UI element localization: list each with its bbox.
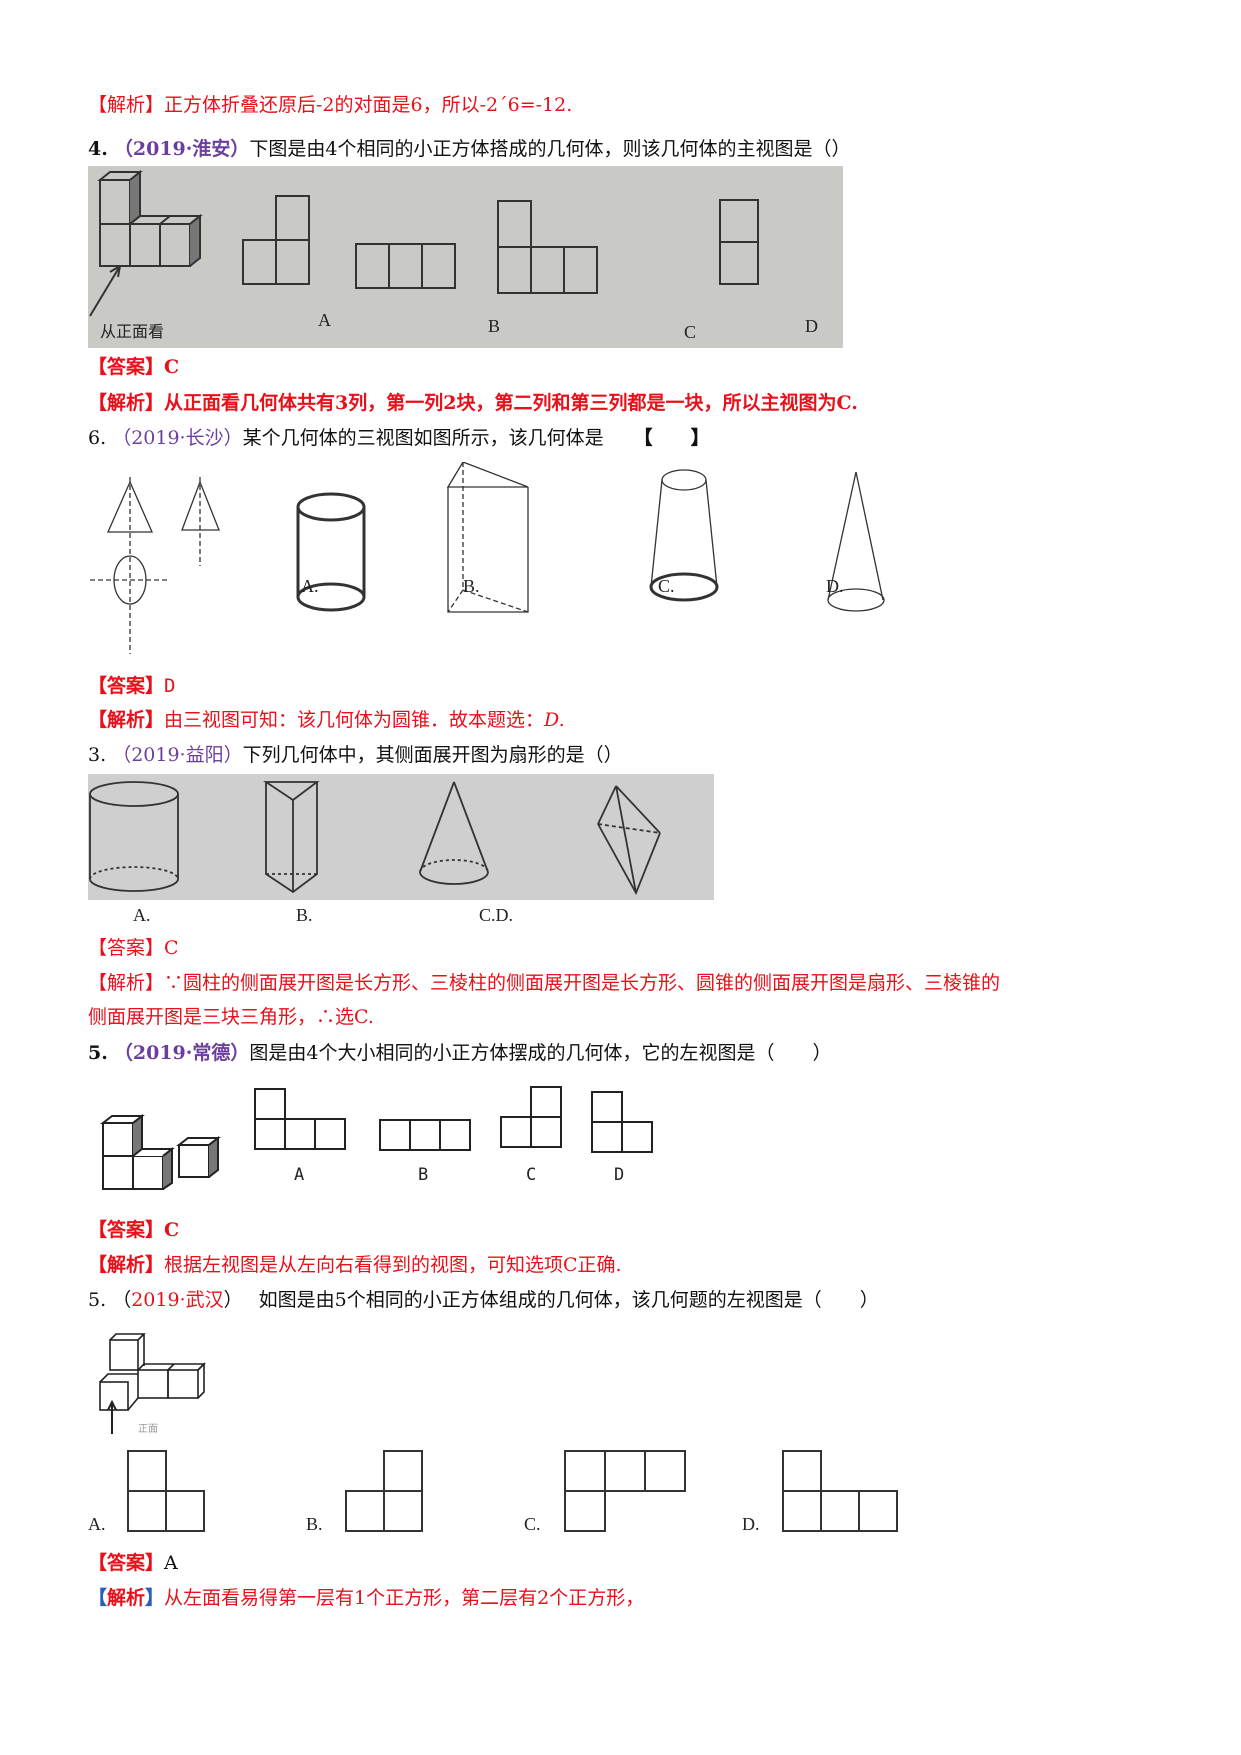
analysis-huaian: 【解析】从正面看几何体共有3列，第一列2块，第二列和第三列都是一块，所以主视图为… [88,390,858,416]
answer-label: 【答案】 [88,356,165,378]
option-label-b: B [418,1165,429,1185]
question-source: （2019·益阳） [112,744,243,766]
option-label-b: B. [296,905,313,925]
question-source: （2019·淮安） [113,138,250,160]
figure-wuhan-solid: 正面 [96,1324,216,1436]
question-text: 如图是由5个相同的小正方体组成的几何体，该几何题的左视图是（ ） [258,1289,879,1311]
option-label-a: A [294,1165,305,1185]
analysis-label: 【解析】 [88,392,165,414]
option-label-b: B. [306,1514,323,1534]
analysis-changde: 【解析】根据左视图是从左向右看得到的视图，可知选项C正确. [88,1252,622,1278]
analysis-label: 【解析】 [88,709,165,731]
answer-value: C [164,937,179,959]
analysis-text: 从左面看易得第一层有1个正方形，第二层有2个正方形， [164,1587,645,1609]
answer-label: 【答案】 [88,675,165,697]
option-label-cd: C.D. [479,905,514,925]
solids-figure [89,781,661,896]
option-label-c: C [526,1165,537,1185]
intro-analysis: 【解析】正方体折叠还原后-2的对面是6，所以-2ˊ6=-12. [88,92,572,118]
analysis-text: 从正面看几何体共有3列，第一列2块，第二列和第三列都是一块，所以主视图为C. [164,392,858,414]
question-text: 某个几何体的三视图如图所示，该几何体是 [242,427,604,449]
cube-views-figure [100,1086,653,1190]
answer-wuhan: 【答案】A [88,1550,178,1576]
option-label-a: A. [133,905,151,925]
question-yiyang-stem: 3. （2019·益阳）下列几何体中，其侧面展开图为扇形的是（） [88,742,623,768]
answer-bracket: 【 】 [633,427,710,449]
analysis-text: 侧面展开图是三块三角形，∴选C. [88,1006,374,1028]
answer-value: C [164,1219,180,1241]
analysis-label: 【解析】 [88,1254,165,1276]
answer-yiyang: 【答案】C [88,935,179,961]
answer-value: C [164,356,180,378]
option-label-c: C. [524,1514,541,1534]
option-label-a: A. [301,576,319,596]
source-close: ） [223,1289,243,1311]
figure-caption: 从正面看 [100,324,165,341]
figure-wuhan-options: A. B. C. D. [88,1448,908,1538]
question-number: 5. [88,1289,107,1311]
option-label-d: D. [742,1514,760,1534]
question-changsha-stem: 6. （2019·长沙）某个几何体的三视图如图所示，该几何体是 【 】 [88,425,710,451]
answer-changsha: 【答案】D [88,673,175,699]
answer-huaian: 【答案】C [88,354,179,380]
three-views-figure [90,462,885,654]
answer-label: 【答案】 [88,1552,165,1574]
question-source: （2019·常德） [113,1042,250,1064]
option-label-d: D. [826,576,844,596]
answer-label: 【答案】 [88,937,165,959]
analysis-wuhan: 【【解析】解析】从左面看易得第一层有1个正方形，第二层有2个正方形， [88,1585,644,1611]
question-wuhan-stem: 5. （2019·武汉） 如图是由5个相同的小正方体组成的几何体，该几何题的左视… [88,1287,879,1313]
question-text: 下图是由4个相同的小正方体搭成的几何体，则该几何体的主视图是（） [249,138,851,160]
option-label-a: A. [88,1514,106,1534]
answer-label: 【答案】 [88,1219,165,1241]
figure-changsha: A. B. C. D. [88,462,888,662]
answer-changde: 【答案】C [88,1217,179,1243]
analysis-answer: D. [544,709,565,731]
analysis-label: 【解析】 [88,94,165,116]
analysis-text: 由三视图可知：该几何体为圆锥．故本题选： [164,709,545,731]
question-text: 下列几何体中，其侧面展开图为扇形的是（） [242,744,623,766]
source-open: （ [112,1289,132,1311]
question-number: 5. [88,1042,108,1064]
option-label-d: D [614,1165,625,1185]
analysis-text: 根据左视图是从左向右看得到的视图，可知选项C正确. [164,1254,622,1276]
question-changde-stem: 5. （2019·常德）图是由4个大小相同的小正方体摆成的几何体，它的左视图是（… [88,1040,831,1066]
question-text: 图是由4个大小相同的小正方体摆成的几何体，它的左视图是（ ） [249,1042,832,1064]
question-number: 4. [88,138,108,160]
analysis-yiyang-line2: 侧面展开图是三块三角形，∴选C. [88,1004,374,1030]
option-label-b: B [488,316,501,336]
question-source: （2019·长沙） [112,427,243,449]
figure-changde: A B C D [88,1080,668,1200]
analysis-text: 正方体折叠还原后-2的对面是6，所以-2ˊ6=-12. [164,94,573,116]
analysis-text: ∵圆柱的侧面展开图是长方形、三棱柱的侧面展开图是长方形、圆锥的侧面展开图是扇形、… [164,972,1001,994]
option-label-d: D [805,316,818,336]
option-label-b: B. [463,576,480,596]
answer-value: D [164,675,176,697]
cube-views-figure [89,169,759,317]
option-views-figure [127,1450,898,1532]
analysis-yiyang-line1: 【解析】∵圆柱的侧面展开图是长方形、三棱柱的侧面展开图是长方形、圆锥的侧面展开图… [88,970,1000,996]
analysis-label: 【解析】 [88,972,165,994]
figure-huaian: 从正面看 A B C D [88,166,843,348]
question-number: 3. [88,744,107,766]
analysis-changsha: 【解析】由三视图可知：该几何体为圆锥．故本题选：D. [88,707,565,733]
answer-value: A [164,1552,178,1574]
option-label-c: C [684,322,697,342]
question-huaian-stem: 4. （2019·淮安）下图是由4个相同的小正方体搭成的几何体，则该几何体的主视… [88,136,850,162]
question-source: 2019·武汉 [131,1289,224,1311]
question-number: 6. [88,427,107,449]
option-label-c: C. [658,576,675,596]
figure-caption: 正面 [138,1424,158,1435]
option-label-a: A [318,310,331,330]
analysis-label: 【【解析】解析】 [88,1587,165,1609]
cube-solid-figure [99,1333,206,1434]
figure-yiyang [88,774,714,900]
